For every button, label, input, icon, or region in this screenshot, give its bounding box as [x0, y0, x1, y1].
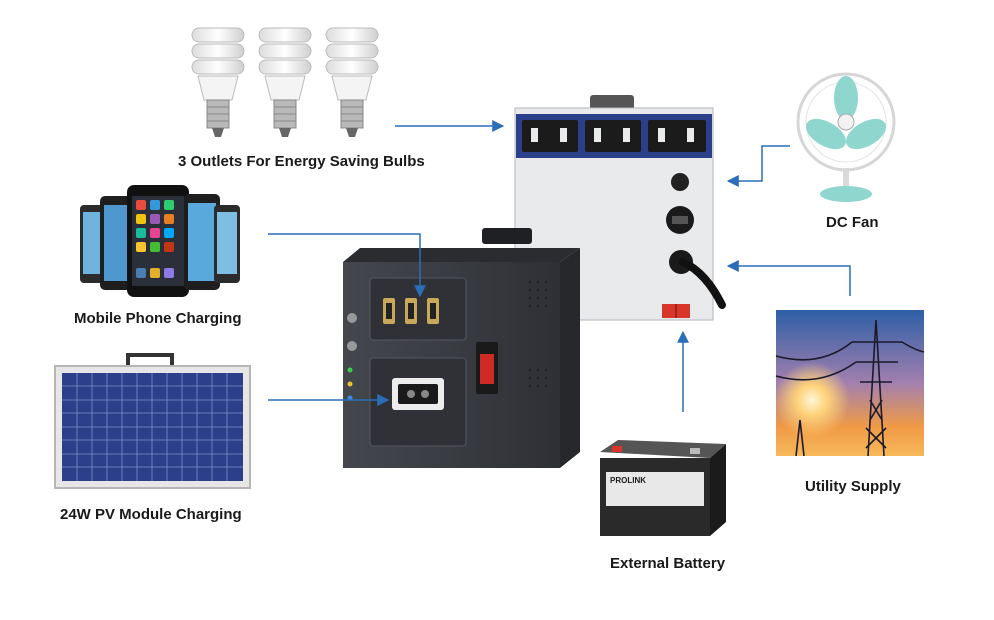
- arrows-group: [268, 120, 851, 412]
- smartphone-icon: [100, 196, 134, 290]
- battery-brand: PROLINK: [610, 476, 646, 485]
- smartphone-icon: [80, 205, 106, 283]
- label-fan: DC Fan: [826, 214, 879, 231]
- label-pv: 24W PV Module Charging: [60, 506, 242, 523]
- phones-group: [80, 185, 240, 297]
- solar-panel-icon: [54, 353, 251, 489]
- battery-icon: PROLINK: [600, 440, 726, 536]
- bulb-icon: [191, 27, 245, 137]
- bulb-icon: [258, 27, 312, 137]
- power-unit-icon: [343, 228, 580, 468]
- smartphone-icon: [127, 185, 189, 297]
- smartphone-icon: [184, 194, 220, 290]
- fan-icon: [796, 72, 896, 202]
- power-tower-icon: [774, 310, 925, 457]
- arrow-fan: [726, 145, 790, 187]
- arrow-utility: [726, 260, 851, 296]
- label-bulbs: 3 Outlets For Energy Saving Bulbs: [178, 153, 425, 170]
- label-battery: External Battery: [610, 555, 726, 572]
- label-utility: Utility Supply: [805, 478, 901, 495]
- label-phones: Mobile Phone Charging: [74, 310, 242, 327]
- smartphone-icon: [214, 205, 240, 283]
- arrow-phones: [268, 233, 426, 298]
- bulb-icon: [325, 27, 379, 137]
- bulbs-group: [191, 27, 379, 137]
